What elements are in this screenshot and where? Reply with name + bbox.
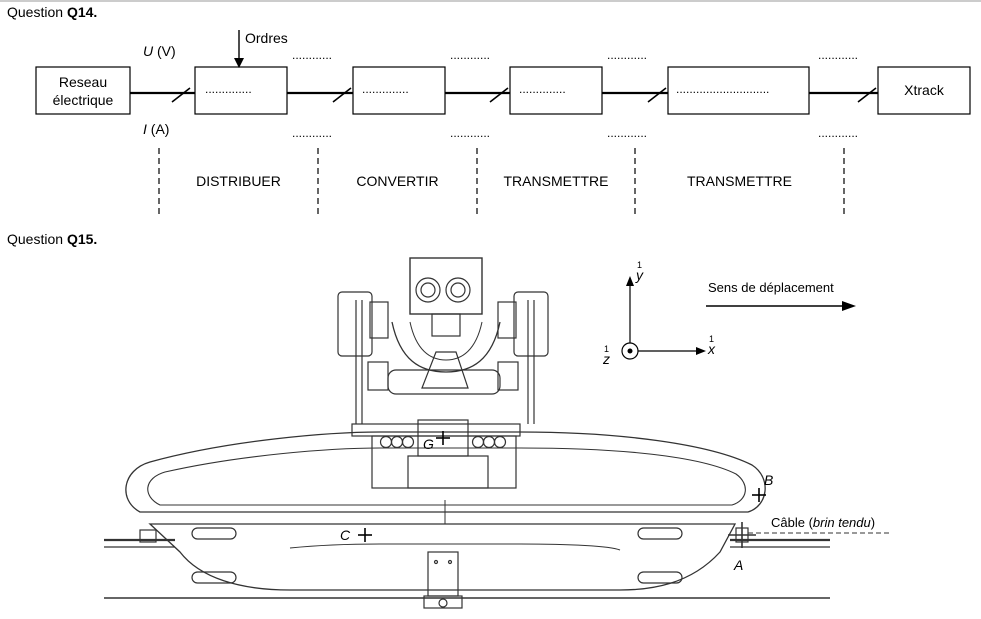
blank-bottom-3: ............ [607,126,648,140]
point-a-label: A [734,557,744,573]
blank-top-1: ............ [292,48,333,62]
stage-label-transmettre-1: TRANSMETTRE [503,173,609,189]
point-g-label: G [423,436,434,452]
orders-arrow-head [234,58,244,68]
blank-bottom-2: ............ [450,126,491,140]
blank-bottom-4: ............ [818,126,859,140]
coordinate-axes [621,276,856,360]
target-block-label: Xtrack [904,82,944,98]
blank-transmettre-2: ............................ [676,82,770,96]
link-slashes [171,87,877,103]
blank-transmettre-1: .............. [519,82,566,96]
transmettre-block-1 [509,66,603,115]
point-b-label: B [764,472,774,488]
stage-label-convertir: CONVERTIR [356,173,439,189]
point-marks [358,431,766,542]
blank-distribuer: .............. [205,82,252,96]
direction-label: Sens de déplacement [708,280,834,295]
functional-chain [35,30,971,218]
blank-top-2: ............ [450,48,491,62]
target-block [877,66,971,115]
source-block [35,66,131,115]
robot-drawing [104,257,890,609]
q14-title: Question Q14. [7,4,98,20]
point-c-label: C [340,527,351,543]
cable-label: Câble (brin tendu) [771,515,876,530]
distribuer-block [194,66,288,115]
transmettre-block-2 [667,66,810,115]
blank-convertir: .............. [362,82,409,96]
current-label: I (A) [143,121,170,137]
voltage-label: U (V) [143,43,176,59]
blank-bottom-1: ............ [292,126,333,140]
blank-top-4: ............ [818,48,859,62]
stage-label-distribuer: DISTRIBUER [196,173,281,189]
orders-label: Ordres [245,30,288,46]
q15-title: Question Q15. [7,231,98,247]
blank-top-3: ............ [607,48,648,62]
stage-label-transmettre-2: TRANSMETTRE [687,173,792,189]
stage-separators [158,148,845,218]
convertir-block [352,66,446,115]
